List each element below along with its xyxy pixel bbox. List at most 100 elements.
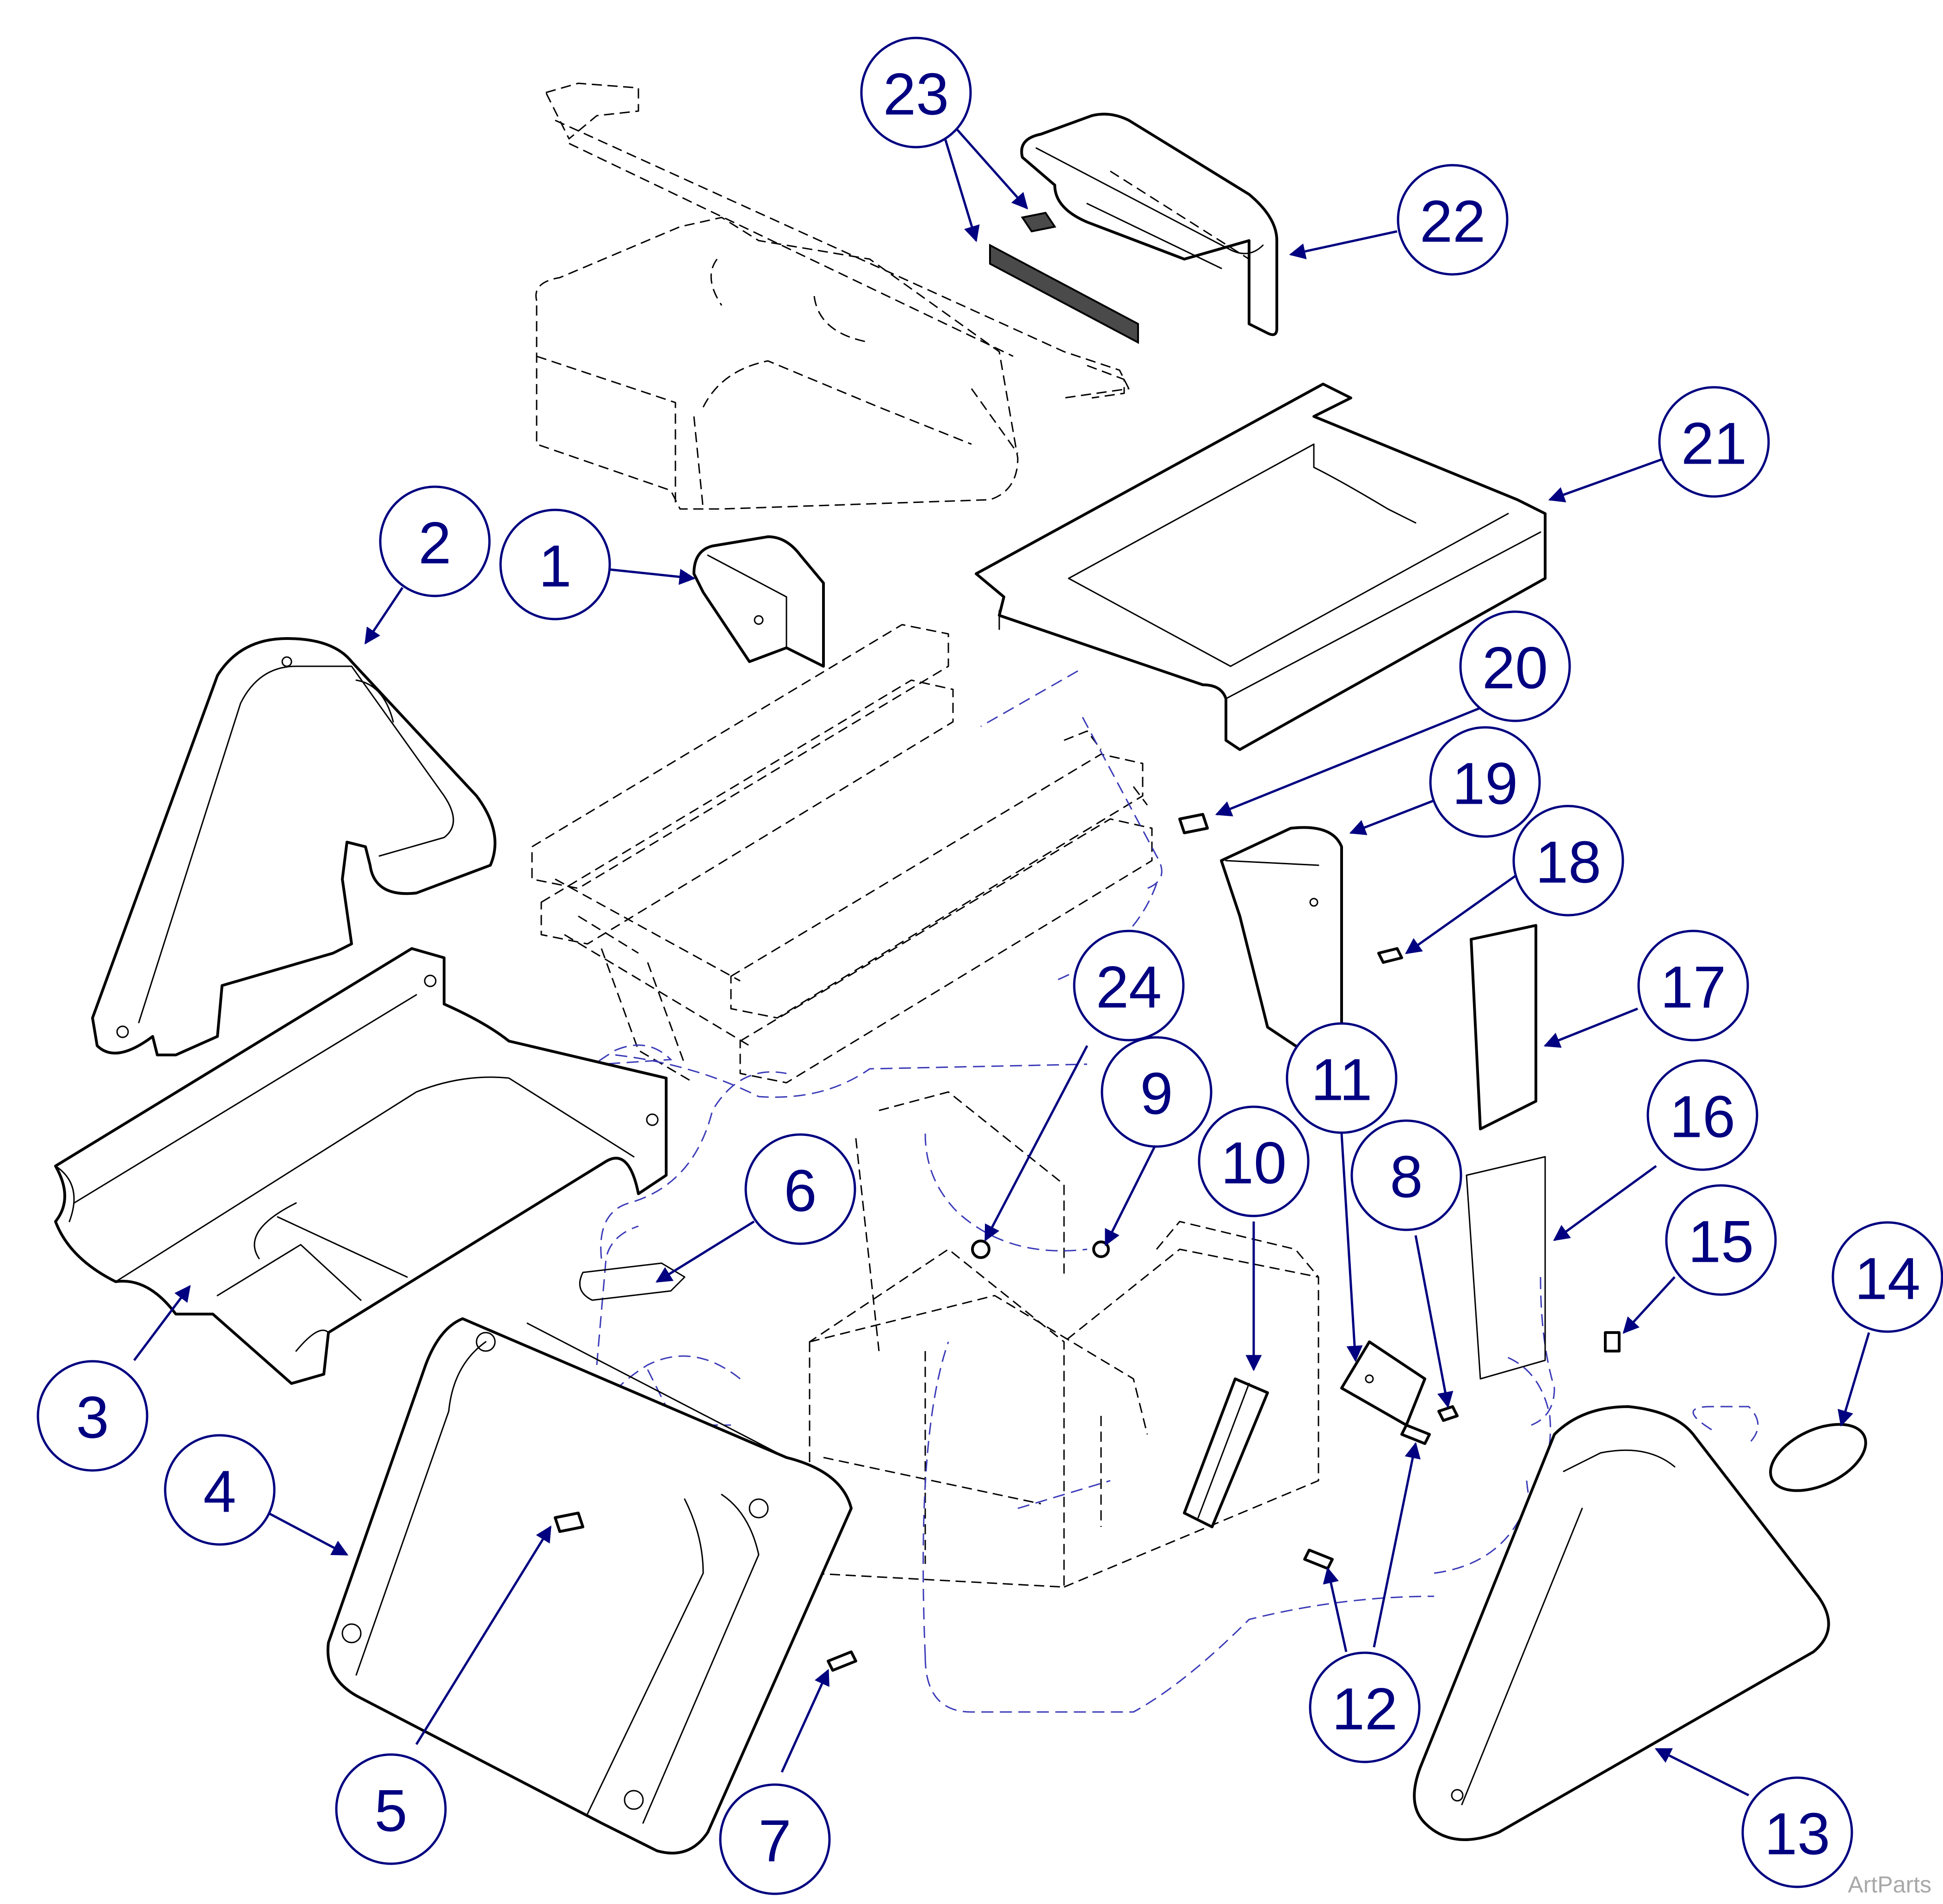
- callout-number: 15: [1688, 1209, 1754, 1275]
- callout-bubble: [860, 37, 972, 149]
- callout-bubble: [1198, 1105, 1310, 1217]
- callout-20: 20: [1459, 610, 1571, 722]
- callout-number: 10: [1221, 1130, 1287, 1197]
- part-7-screw[interactable]: [827, 1650, 857, 1672]
- callout-21: 21: [1658, 386, 1770, 498]
- part-3-lower-tray[interactable]: [54, 947, 668, 1385]
- part-23-gasket-strips[interactable]: [989, 211, 1139, 344]
- callout-24: 24: [1073, 930, 1185, 1042]
- leader-11: [1340, 1133, 1363, 1362]
- callout-bubble: [1101, 1036, 1213, 1148]
- leader-3: [133, 1285, 191, 1361]
- leader-23a: [942, 134, 980, 242]
- leader-4: [267, 1512, 349, 1556]
- callout-bubble: [1741, 1776, 1853, 1888]
- part-17-decal[interactable]: [1470, 924, 1537, 1130]
- callout-bubble: [164, 1434, 276, 1546]
- part-14-badge[interactable]: [1760, 1411, 1876, 1504]
- callout-number: 6: [784, 1158, 817, 1224]
- callout-bubble: [1665, 1184, 1777, 1296]
- leader-24: [984, 1045, 1089, 1242]
- callout-bubble: [1073, 930, 1185, 1042]
- callout-number: 16: [1670, 1084, 1735, 1150]
- callout-18: 18: [1512, 805, 1624, 917]
- callout-bubble: [744, 1133, 856, 1245]
- callout-bubble: [1512, 805, 1624, 917]
- callout-bubble: [1637, 930, 1749, 1042]
- callout-bubble: [1397, 164, 1509, 276]
- callout-2: 2: [379, 485, 491, 597]
- callout-number: 13: [1764, 1801, 1830, 1867]
- callout-number: 12: [1332, 1676, 1398, 1743]
- part-12-screws[interactable]: [1303, 1424, 1431, 1570]
- callout-bubble: [1350, 1119, 1462, 1231]
- part-22-top-cover[interactable]: [1020, 112, 1278, 336]
- leader-13: [1654, 1748, 1750, 1797]
- leader-15: [1622, 1276, 1676, 1334]
- leader-21: [1548, 457, 1666, 502]
- callout-number: 2: [418, 510, 451, 577]
- part-16-decal[interactable]: [1466, 1156, 1546, 1380]
- callout-9: 9: [1101, 1036, 1213, 1148]
- part-6-label-plate[interactable]: [579, 1262, 686, 1301]
- callout-1: 1: [499, 509, 611, 620]
- callout-number: 23: [883, 62, 949, 128]
- callout-4: 4: [164, 1434, 276, 1546]
- callout-bubble: [1429, 726, 1541, 838]
- callout-number: 19: [1452, 751, 1518, 817]
- leader-20: [1215, 707, 1481, 817]
- part-20-spacer[interactable]: [1178, 813, 1209, 834]
- callout-11: 11: [1286, 1022, 1398, 1134]
- part-18-screw[interactable]: [1377, 947, 1403, 964]
- callout-number: 9: [1140, 1061, 1173, 1127]
- leader-1: [606, 568, 696, 585]
- part-24-nut[interactable]: [971, 1240, 990, 1259]
- leader-16: [1553, 1165, 1657, 1241]
- callout-8: 8: [1350, 1119, 1462, 1231]
- callout-7: 7: [719, 1783, 831, 1895]
- callout-23: 23: [860, 37, 972, 149]
- part-9-nut[interactable]: [1092, 1240, 1110, 1258]
- leader-14: [1838, 1332, 1870, 1427]
- callout-22: 22: [1397, 164, 1509, 276]
- callout-number: 18: [1535, 830, 1601, 896]
- base-frame-ghost: [535, 82, 1130, 510]
- callout-17: 17: [1637, 930, 1749, 1042]
- callout-14: 14: [1832, 1221, 1943, 1333]
- lift-beam-assembly-ghost: [531, 624, 1153, 1084]
- callout-10: 10: [1198, 1105, 1310, 1217]
- part-1-bracket[interactable]: [693, 535, 825, 668]
- callout-number: 1: [538, 533, 571, 600]
- watermark-text: ArtParts: [1848, 1872, 1931, 1898]
- part-13-end-cover[interactable]: [1413, 1405, 1830, 1841]
- part-19-support-bracket[interactable]: [1220, 826, 1343, 1053]
- part-10-channel-bracket[interactable]: [1183, 1377, 1269, 1528]
- part-8-nut[interactable]: [1437, 1405, 1459, 1422]
- callout-5: 5: [335, 1753, 447, 1865]
- callout-bubble: [1658, 386, 1770, 498]
- callout-number: 4: [203, 1459, 236, 1525]
- callout-bubble: [335, 1753, 447, 1865]
- leader-6: [656, 1220, 755, 1283]
- callout-bubble: [1286, 1022, 1398, 1134]
- callout-bubble: [1646, 1059, 1758, 1171]
- leader-19: [1349, 799, 1435, 835]
- callout-number: 21: [1681, 411, 1747, 477]
- callout-bubble: [1309, 1651, 1421, 1763]
- part-2-side-panel[interactable]: [91, 637, 496, 1056]
- callout-number: 11: [1311, 1047, 1373, 1113]
- callout-number: 7: [758, 1808, 791, 1874]
- callout-number: 8: [1390, 1144, 1423, 1210]
- part-4-front-cover[interactable]: [326, 1317, 853, 1854]
- callout-number: 3: [76, 1385, 109, 1451]
- part-21-mid-tray[interactable]: [975, 383, 1547, 751]
- leader-17: [1543, 1007, 1638, 1048]
- part-15-screw[interactable]: [1604, 1331, 1621, 1352]
- callout-15: 15: [1665, 1184, 1777, 1296]
- callout-number: 24: [1096, 955, 1162, 1021]
- callout-leaders: [133, 124, 1870, 1797]
- leader-23b: [952, 124, 1028, 210]
- part-5-clip[interactable]: [554, 1512, 584, 1533]
